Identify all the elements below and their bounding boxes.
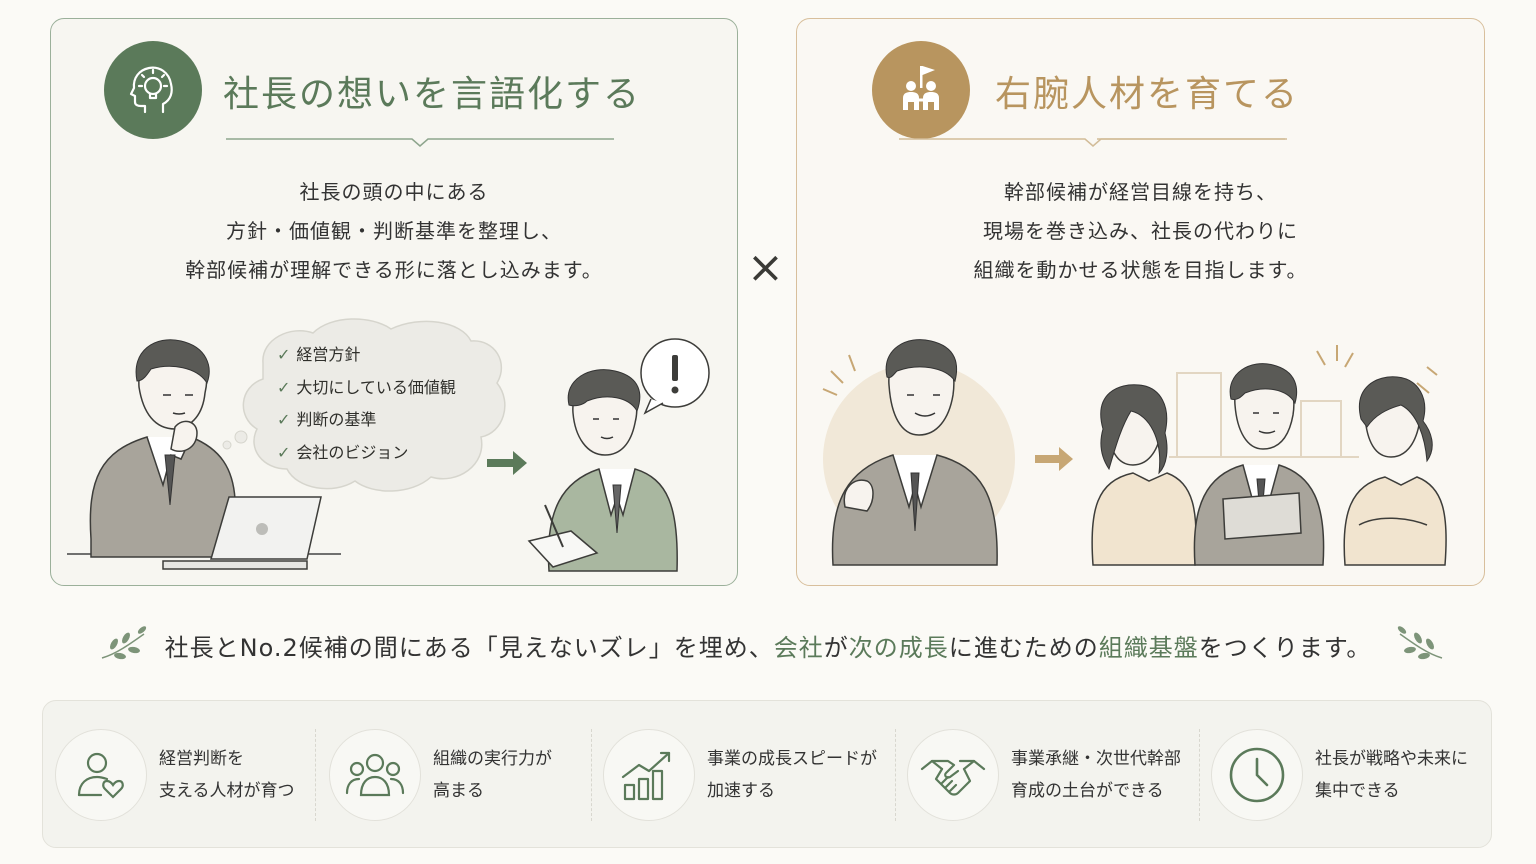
checklist-item: ✓大切にしている価値観: [277, 372, 456, 405]
right-hand-talent-illustration: [822, 339, 1447, 566]
benefit-divider: [315, 729, 316, 821]
team-flag-icon: [872, 41, 970, 139]
leaf-right-icon: [1397, 626, 1443, 660]
tagline-highlight: 次の成長: [848, 634, 949, 662]
desc-line: 組織を動かせる状態を目指します。: [973, 258, 1308, 282]
check-icon: ✓: [277, 442, 291, 462]
benefit-line: 組織の実行力が: [433, 749, 552, 769]
tagline: 社長とNo.2候補の間にある「見えないズレ」を埋め、会社が次の成長に進むための組…: [0, 628, 1536, 663]
left-panel: 社長の想いを言語化する 社長の頭の中にある 方針・価値観・判断基準を整理し、 幹…: [50, 18, 738, 586]
benefit-line: 高まる: [433, 781, 484, 801]
clock-icon: [1211, 729, 1303, 821]
panel-title: 右腕人材を育てる: [995, 74, 1300, 115]
desc-line: 方針・価値観・判断基準を整理し、: [226, 219, 562, 243]
ceo-thinking-illustration: [67, 318, 710, 572]
benefit-item: 社長が戦略や未来に 集中できる: [1211, 725, 1468, 825]
title-divider: [899, 138, 1287, 147]
check-icon: ✓: [277, 377, 291, 397]
tagline-text: 社長とNo.2候補の間にある「見えないズレ」を埋め、: [164, 634, 774, 662]
benefit-text: 事業承継・次世代幹部 育成の土台ができる: [1011, 743, 1181, 807]
benefit-line: 事業承継・次世代幹部: [1011, 749, 1181, 769]
benefit-line: 事業の成長スピードが: [707, 749, 877, 769]
benefit-item: 経営判断を 支える人材が育つ: [55, 725, 295, 825]
team-icon: [329, 729, 421, 821]
desc-line: 幹部候補が理解できる形に落とし込みます。: [185, 258, 603, 282]
checklist-label: 会社のビジョン: [296, 442, 409, 462]
right-panel: 右腕人材を育てる 幹部候補が経営目線を持ち、 現場を巻き込み、社長の代わりに 組…: [796, 18, 1485, 586]
benefit-divider: [1199, 729, 1200, 821]
checklist-label: 経営方針: [296, 345, 361, 364]
head-lightbulb-icon: [104, 41, 202, 139]
desc-line: 社長の頭の中にある: [299, 180, 489, 204]
desc-line: 幹部候補が経営目線を持ち、: [1004, 180, 1277, 204]
checklist-item: ✓会社のビジョン: [277, 437, 456, 470]
tagline-text: が: [823, 634, 849, 662]
tagline-highlight: 組織基盤: [1098, 634, 1199, 662]
check-icon: ✓: [277, 345, 291, 364]
panel-title: 社長の想いを言語化する: [223, 74, 642, 115]
benefit-text: 社長が戦略や未来に 集中できる: [1315, 743, 1468, 807]
benefit-line: 集中できる: [1315, 781, 1400, 801]
benefit-divider: [895, 729, 896, 821]
tagline-highlight: 会社: [773, 634, 824, 662]
checklist-label: 大切にしている価値観: [296, 377, 456, 397]
times-symbol: ×: [747, 242, 784, 293]
benefit-divider: [591, 729, 592, 821]
benefit-text: 事業の成長スピードが 加速する: [707, 743, 877, 807]
panel-description: 社長の頭の中にある 方針・価値観・判断基準を整理し、 幹部候補が理解できる形に落…: [51, 173, 737, 290]
benefit-text: 組織の実行力が 高まる: [433, 743, 552, 807]
desc-line: 現場を巻き込み、社長の代わりに: [983, 219, 1298, 243]
benefit-line: 経営判断を: [159, 749, 244, 769]
benefit-item: 事業承継・次世代幹部 育成の土台ができる: [907, 725, 1181, 825]
tagline-text: をつくります。: [1198, 634, 1372, 662]
benefits-bar: 経営判断を 支える人材が育つ 組織の実行力が 高まる: [42, 700, 1492, 848]
benefit-line: 加速する: [707, 781, 775, 801]
thought-checklist: ✓経営方針 ✓大切にしている価値観 ✓判断の基準 ✓会社のビジョン: [277, 339, 456, 469]
benefit-line: 社長が戦略や未来に: [1315, 749, 1468, 769]
leaf-left-icon: [101, 626, 147, 660]
benefit-item: 組織の実行力が 高まる: [329, 725, 552, 825]
panel-description: 幹部候補が経営目線を持ち、 現場を巻き込み、社長の代わりに 組織を動かせる状態を…: [797, 173, 1484, 290]
benefit-line: 育成の土台ができる: [1011, 781, 1164, 801]
checklist-label: 判断の基準: [296, 410, 377, 429]
check-icon: ✓: [277, 410, 291, 429]
checklist-item: ✓ 判断の基準: [277, 404, 456, 437]
title-divider: [226, 138, 614, 147]
checklist-item: ✓ 経営方針: [277, 339, 456, 372]
benefit-item: 事業の成長スピードが 加速する: [603, 725, 877, 825]
benefit-text: 経営判断を 支える人材が育つ: [159, 743, 295, 807]
benefit-line: 支える人材が育つ: [159, 781, 295, 801]
person-heart-icon: [55, 729, 147, 821]
tagline-text: に進むための: [948, 634, 1099, 662]
growth-chart-icon: [603, 729, 695, 821]
handshake-icon: [907, 729, 999, 821]
